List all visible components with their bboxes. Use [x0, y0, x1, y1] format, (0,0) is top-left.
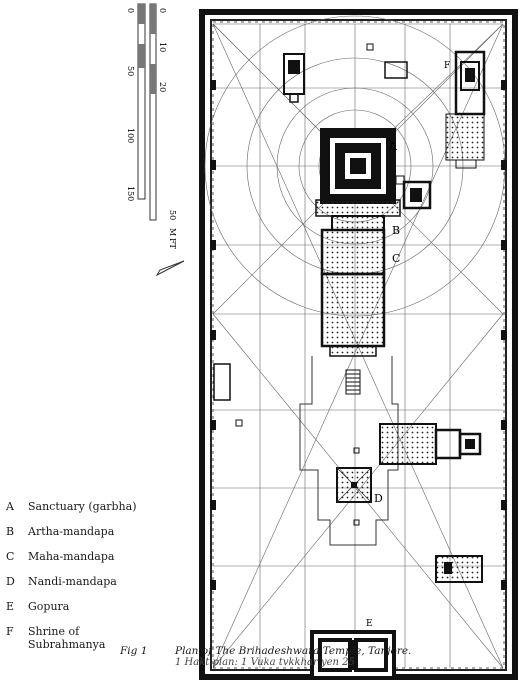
legend-text: Nandi-mandapa [28, 575, 117, 588]
north-arrow-icon [155, 260, 185, 277]
scale-ft-50: 50 [126, 66, 135, 76]
legend-text: Sanctuary (garbha) [28, 500, 137, 513]
small-shrine [384, 61, 408, 79]
plan-label-a: A [388, 140, 398, 153]
main-sanctuary [315, 128, 401, 217]
artha-mandapa [331, 215, 385, 231]
legend-text: Shrine of Subrahmanya [28, 625, 106, 651]
scale-m-50: 50 [168, 210, 177, 220]
maha-mandapa [320, 228, 386, 395]
legend-text: Gopura [28, 600, 70, 613]
scale-ft-100: 100 [126, 128, 135, 143]
nandi-mandapa [336, 467, 372, 503]
legend-text: Maha-mandapa [28, 550, 115, 563]
gopura [310, 630, 396, 680]
scale-unit-m: M [168, 228, 177, 236]
plan-label-d: D [374, 492, 383, 505]
legend-item: E Gopura [6, 600, 146, 613]
figure-title: Plan of The Brihadeshwara Temple, Tanjor… [175, 645, 412, 657]
scale-m-0: 0 [158, 8, 167, 13]
marker-post [353, 519, 360, 526]
legend: A Sanctuary (garbha) B Artha-mandapa C M… [6, 500, 146, 663]
plan-label-e: E [366, 619, 373, 629]
bottom-right-shrine [435, 555, 483, 583]
scale-ft-0: 0 [126, 8, 135, 13]
legend-key: C [6, 550, 15, 563]
legend-item: D Nandi-mandapa [6, 575, 146, 588]
legend-key: B [6, 525, 15, 538]
legend-key: D [6, 575, 15, 588]
legend-key: A [6, 500, 14, 513]
legend-item: F Shrine of Subrahmanya [6, 625, 146, 651]
scale-unit-ft: FT [168, 238, 177, 250]
wall-pilasters [210, 80, 507, 590]
side-shrine-right [395, 175, 432, 210]
marker-post [353, 447, 360, 454]
figure-caption: Fig 1 Plan of The Brihadeshwara Temple, T… [112, 645, 512, 669]
small-pedestal [366, 43, 374, 51]
marker-post [235, 419, 243, 427]
scale-m-10: 10 [158, 42, 167, 52]
scale-ft-150: 150 [126, 186, 135, 201]
legend-item: B Artha-mandapa [6, 525, 146, 538]
figure-number: Fig 1 [120, 645, 148, 657]
legend-key: E [6, 600, 15, 613]
scale-m-20: 20 [158, 82, 167, 92]
legend-item: C Maha-mandapa [6, 550, 146, 563]
plan-label-f: F [444, 61, 450, 71]
left-structure [213, 363, 231, 401]
legend-key: F [6, 625, 14, 638]
legend-item: A Sanctuary (garbha) [6, 500, 146, 513]
legend-text: Artha-mandapa [28, 525, 115, 538]
plan-label-c: C [392, 252, 400, 265]
figure-subcaption: 1 Hakt plan: 1 Vuka tvkkhar yen 25 [175, 657, 355, 668]
scale-bar: 0 50 100 150 0 10 20 50 M FT [126, 3, 177, 250]
right-shrine-mid [379, 423, 482, 465]
subrahmanya-shrine [445, 50, 486, 169]
shrine-top-left [283, 53, 305, 103]
plan-label-b: B [392, 224, 400, 237]
